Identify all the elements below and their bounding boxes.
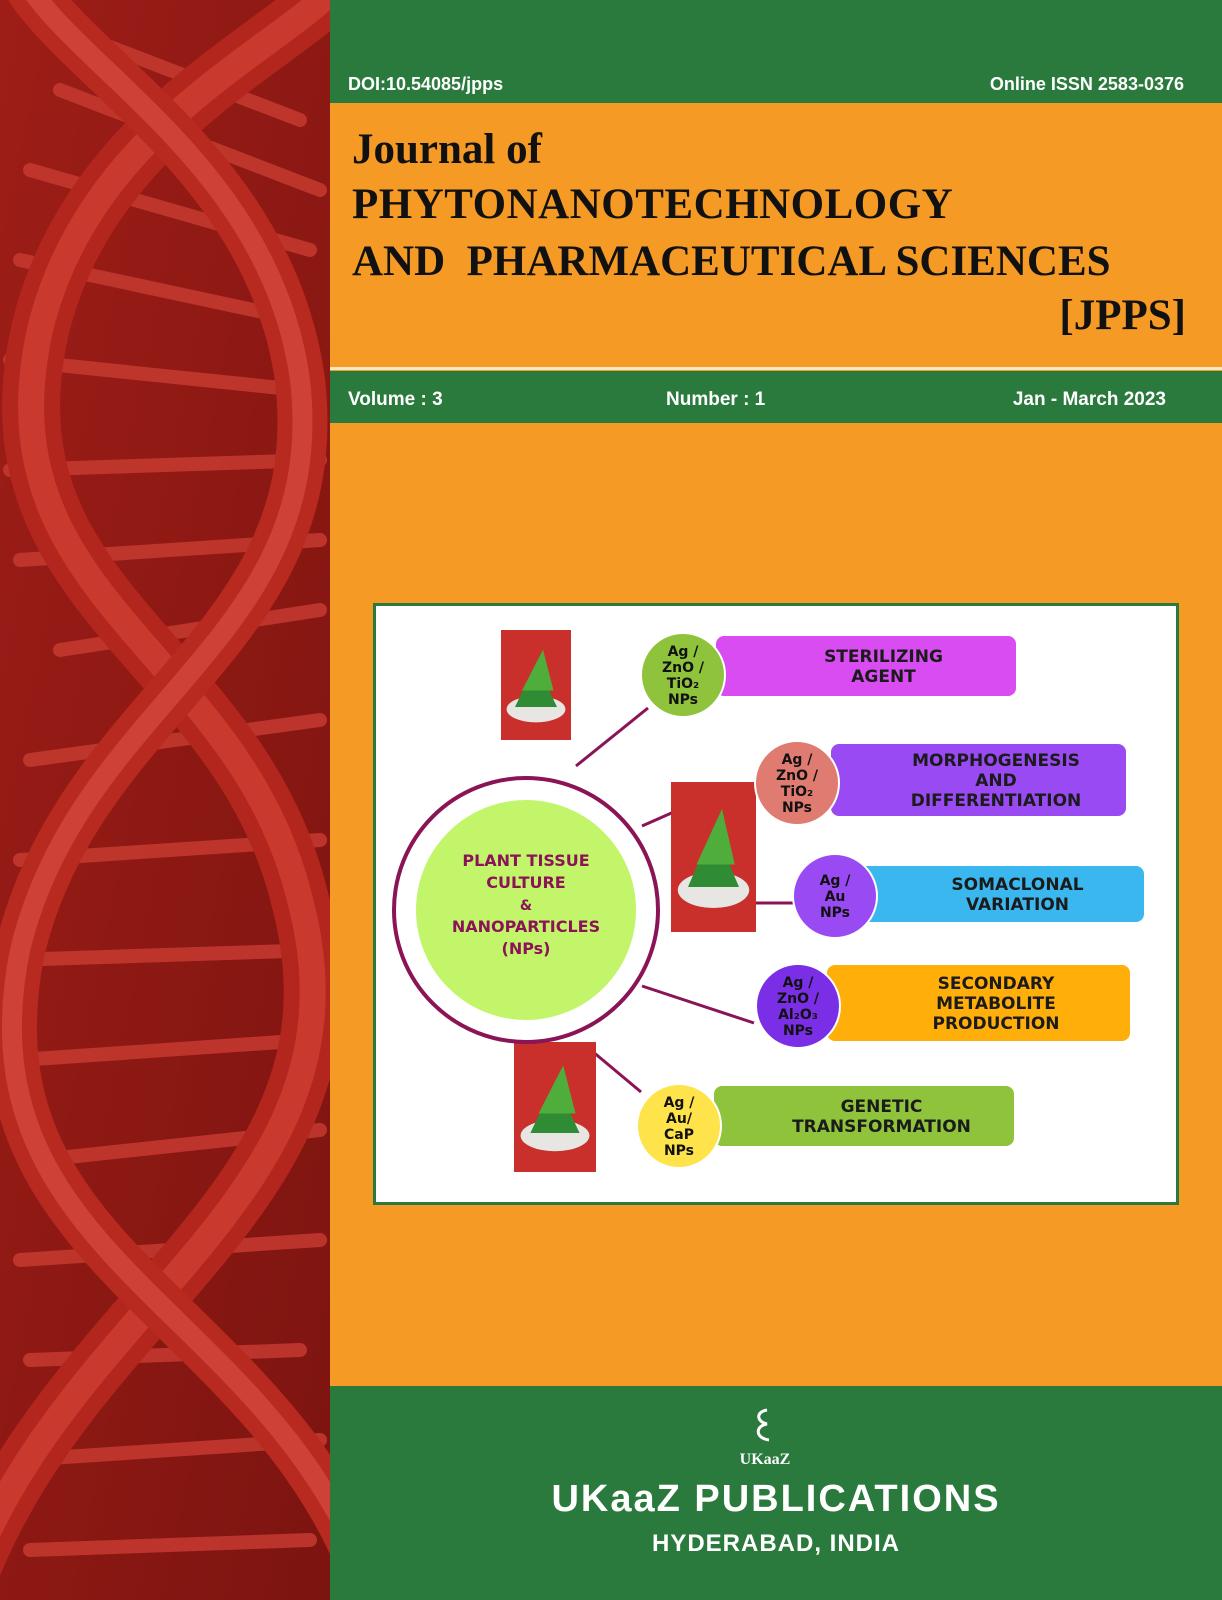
- connector-line: [575, 706, 649, 768]
- hub-label-line: NANOPARTICLES: [452, 917, 600, 936]
- dna-helix-background: [0, 0, 330, 1600]
- journal-abbreviation: [JPPS]: [1059, 292, 1186, 339]
- volume-text: Volume : 3: [348, 389, 443, 410]
- application-bar: [831, 744, 1126, 816]
- nanoparticle-label: NPs: [783, 1023, 813, 1039]
- nanoparticle-label: NPs: [664, 1143, 694, 1159]
- journal-title-line3: AND PHARMACEUTICAL SCIENCES: [352, 238, 1111, 285]
- nanoparticle-label: NPs: [782, 800, 812, 816]
- logo-text: UKaaZ: [740, 1451, 791, 1468]
- journal-title-line1: Journal of: [352, 126, 542, 173]
- nanoparticle-label: NPs: [668, 692, 698, 708]
- nanoparticle-label: Ag /: [664, 1095, 696, 1111]
- nanoparticle-label: NPs: [820, 905, 850, 921]
- nanoparticle-label: TiO₂: [667, 676, 699, 692]
- application-label: AGENT: [851, 667, 916, 687]
- nanoparticle-label: TiO₂: [781, 784, 813, 800]
- nanoparticle-circle: [636, 1083, 722, 1169]
- nanoparticle-label: Ag /: [782, 752, 814, 768]
- hub-label-line: PLANT TISSUE: [462, 851, 589, 870]
- divider: [330, 367, 1222, 370]
- issue-band: Volume : 3 Number : 1 Jan - March 2023: [330, 371, 1222, 423]
- application-label: AND: [975, 771, 1017, 791]
- application-label: VARIATION: [966, 895, 1069, 915]
- doi-text: DOI:10.54085/jpps: [348, 74, 504, 94]
- nanoparticle-circle: [754, 740, 840, 826]
- nanoparticle-label: Ag /: [820, 873, 852, 889]
- nanoparticle-label: ZnO /: [776, 768, 819, 784]
- application-label: SOMACLONAL: [951, 875, 1083, 895]
- nanoparticle-label: Au: [825, 889, 846, 905]
- application-label: METABOLITE: [936, 994, 1056, 1014]
- application-label: STERILIZING: [824, 647, 943, 667]
- hub-label-line: CULTURE: [486, 873, 565, 892]
- connector-line: [641, 809, 677, 828]
- publisher-name: UKaaZ PUBLICATIONS: [551, 1478, 1001, 1520]
- top-band: DOI:10.54085/jpps Online ISSN 2583-0376: [330, 0, 1222, 103]
- nanoparticle-label: Ag /: [668, 644, 700, 660]
- ukaaz-logo: UKaaZ: [740, 1408, 791, 1468]
- nanoparticle-circle: [640, 632, 726, 718]
- nanoparticle-diagram: PLANT TISSUE CULTURE & NANOPARTICLES (NPs) ST…: [392, 630, 1144, 1172]
- plantlet-leaf-icon: [696, 809, 735, 865]
- application-label: MORPHOGENESIS: [912, 751, 1080, 771]
- application-label: PRODUCTION: [933, 1014, 1060, 1034]
- application-label: DIFFERENTIATION: [911, 791, 1082, 811]
- application-bar: [827, 965, 1130, 1041]
- issn-text: Online ISSN 2583-0376: [989, 74, 1184, 94]
- application-label: GENETIC: [841, 1097, 923, 1117]
- hub-label-line: (NPs): [502, 939, 551, 958]
- nanoparticle-label: CaP: [664, 1127, 694, 1143]
- application-bar: [716, 636, 1016, 696]
- nanoparticle-label: ZnO /: [777, 991, 820, 1007]
- period-text: Jan - March 2023: [1012, 389, 1166, 410]
- nanoparticle-circle: [792, 853, 878, 939]
- number-text: Number : 1: [666, 389, 766, 410]
- journal-title-line2: PHYTONANOTECHNOLOGY: [352, 181, 954, 228]
- hub-label-line: &: [520, 898, 532, 914]
- footer-band: UKaaZ UKaaZ PUBLICATIONS HYDERABAD, INDI…: [330, 1386, 1222, 1600]
- nanoparticle-label: Ag /: [783, 975, 815, 991]
- nanoparticle-circle: [755, 963, 841, 1049]
- journal-title-block: Journal of PHYTONANOTECHNOLOGY AND PHARM…: [330, 103, 1222, 369]
- application-label: TRANSFORMATION: [792, 1117, 971, 1137]
- application-bar: [714, 1086, 1014, 1146]
- publisher-city: HYDERABAD, INDIA: [651, 1530, 900, 1557]
- application-bar: [856, 866, 1144, 922]
- application-label: SECONDARY: [938, 974, 1055, 994]
- nanoparticle-label: ZnO /: [662, 660, 705, 676]
- plantlet-leaf-icon: [522, 649, 554, 691]
- nanoparticle-label: Au/: [666, 1111, 693, 1127]
- nanoparticle-label: Al₂O₃: [778, 1007, 818, 1023]
- hub-circle: [416, 800, 636, 1020]
- connector-line: [641, 984, 755, 1025]
- cover-figure: PLANT TISSUE CULTURE & NANOPARTICLES (NPs) ST…: [373, 603, 1179, 1205]
